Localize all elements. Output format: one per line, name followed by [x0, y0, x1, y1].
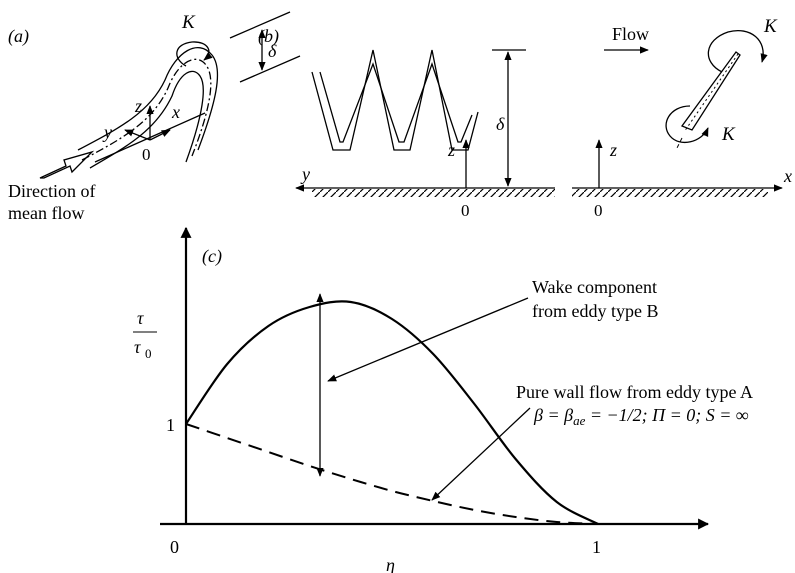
- delta-bracket-bottom: [239, 55, 301, 83]
- wake-annotation-pointer: [327, 297, 529, 382]
- pure-rest-text: = −1/2; Π = 0; S = ∞: [585, 405, 748, 425]
- k-label-b-bottom: K: [721, 124, 736, 145]
- direction-label-line2: mean flow: [8, 203, 84, 223]
- hairpin-vortex: [77, 47, 219, 169]
- panel-b-label: (b): [258, 26, 279, 47]
- panel-c: (c) τ τ 0 1 0 1 η Wake component from ed…: [133, 226, 753, 573]
- delta-bracket-top: [229, 11, 291, 39]
- flow-label: Flow: [612, 24, 649, 44]
- y-axis-a: [124, 129, 151, 141]
- zigzag-vortex-outer: [311, 49, 479, 151]
- rotation-k-bottom-arrow: [665, 105, 709, 144]
- y-label-b: y: [300, 164, 310, 184]
- ylabel-tau0-subscript: 0: [145, 346, 152, 361]
- xlabel-eta: η: [386, 555, 395, 573]
- delta-label-b: δ: [496, 114, 505, 134]
- wake-curve: [185, 300, 599, 525]
- inclined-vortex: [675, 51, 741, 151]
- direction-label-line1: Direction of: [8, 181, 95, 201]
- mean-flow-arrow-icon: [39, 150, 95, 179]
- pure-wall-curve: [185, 423, 599, 525]
- rotation-k-top-arrow: [707, 30, 768, 73]
- dashed-curve-point: [350, 478, 352, 480]
- ground-line-a: [94, 112, 206, 163]
- dashed-curve-point: [309, 465, 311, 467]
- x-tick-1: 1: [592, 537, 601, 557]
- z-label-b-right: z: [609, 140, 617, 160]
- k-label-b-top: K: [763, 16, 778, 37]
- pure-annotation-pointer: [431, 407, 531, 501]
- origin-label-a: 0: [142, 145, 151, 164]
- wall-hatch-b-left: [312, 189, 555, 197]
- wall-hatch-b-right: [572, 189, 768, 197]
- wake-annotation-line2: from eddy type B: [532, 301, 658, 321]
- wake-annotation-line1: Wake component: [532, 277, 657, 297]
- delta-label-a: δ: [268, 41, 277, 61]
- x-axis-a: [149, 129, 171, 141]
- pure-beta-text: β = β: [533, 405, 573, 425]
- origin-label-b-right: 0: [594, 201, 603, 220]
- ylabel-tau: τ: [137, 308, 144, 328]
- dashed-curve-point: [391, 490, 393, 492]
- x-tick-0: 0: [170, 537, 179, 557]
- rotation-k-arrow: [176, 41, 213, 67]
- z-label-a: z: [134, 96, 142, 116]
- z-label-b-left: z: [447, 140, 455, 160]
- pure-beta-subscript: ae: [573, 413, 586, 428]
- panel-a: (a) K δ z x y 0 Direction of mean flow: [8, 11, 301, 223]
- zigzag-vortex-inner: [319, 62, 473, 143]
- panel-c-label: (c): [202, 246, 222, 267]
- pure-annotation-line2: β = βae = −1/2; Π = 0; S = ∞: [533, 405, 749, 428]
- pure-annotation-line1: Pure wall flow from eddy type A: [516, 382, 753, 402]
- panel-b: (b) δ z y 0 Flow K K z x: [258, 16, 792, 220]
- dashed-curve-point: [267, 451, 269, 453]
- y-tick-1: 1: [166, 415, 175, 435]
- ylabel-tau0: τ: [134, 337, 141, 357]
- x-label-a: x: [171, 102, 180, 122]
- origin-label-b-left: 0: [461, 201, 470, 220]
- dashed-curve-point: [473, 509, 475, 511]
- k-label-a: K: [181, 12, 196, 33]
- y-label-a: y: [102, 122, 112, 142]
- x-label-b: x: [783, 166, 792, 186]
- panel-a-label: (a): [8, 26, 29, 47]
